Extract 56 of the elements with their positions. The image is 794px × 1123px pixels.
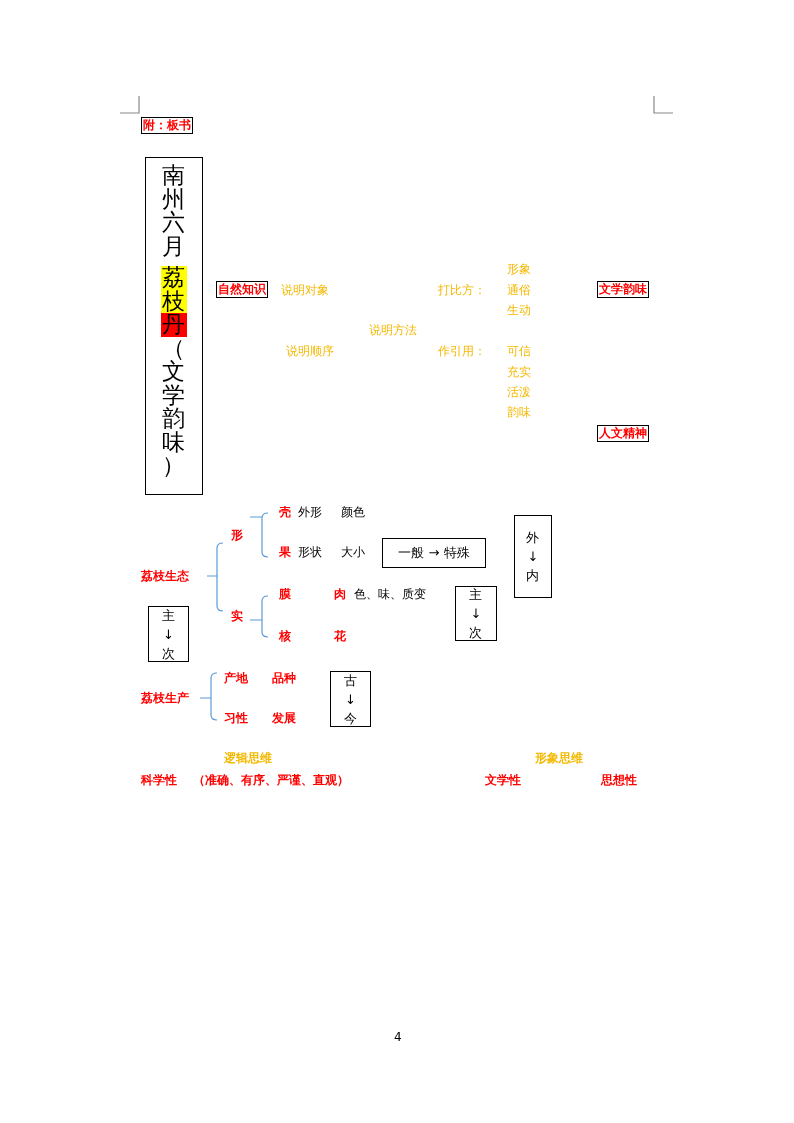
note-text: 作引用： [438,344,486,359]
note-box [455,586,497,641]
note-text: 充实 [507,365,531,380]
note-text: 颜色 [341,505,365,520]
note-text: 一般 → 特殊 [398,544,470,562]
keyword-text: 壳 [279,505,291,520]
note-text: 韵味 [507,405,531,420]
keyword-text: 习性 [224,711,248,726]
note-text: 外形 [298,505,322,520]
keyword-text: 发展 [272,711,296,726]
keyword-text: 核 [279,629,291,644]
heading-label: 文学韵味 [598,282,648,297]
keyword-text: 荔枝生态 [141,569,189,584]
keyword-text: 肉 [334,587,346,602]
heading-text: 形象思维 [535,751,583,766]
keyword-text: （准确、有序、严谨、直观） [193,773,349,788]
note-text: 形象 [507,262,531,277]
note-text: 主↓次 [161,606,176,663]
keyword-text: 荔枝生产 [141,691,189,706]
note-box [382,538,486,568]
keyword-text: 花 [334,629,346,644]
title-box [145,157,203,495]
note-text: 可信 [507,344,531,359]
keyword-text: 文学性 [485,773,521,788]
note-box [148,606,189,662]
note-box [514,515,552,598]
note-text: 色、味、质变 [354,587,426,602]
title-text: 荔枝丹 [161,266,187,337]
keyword-text: 形 [231,528,243,543]
note-text: 活泼 [507,385,531,400]
note-text: 说明顺序 [286,344,334,359]
title-text: 南州六月 [161,164,187,258]
note-text: 形状 [298,545,322,560]
note-text: 外↓内 [526,529,540,585]
note-text: 通俗 [507,283,531,298]
keyword-text: 思想性 [601,773,637,788]
keyword-text: 科学性 [141,773,177,788]
heading-label: 附：板书 [142,118,192,133]
keyword-text: 品种 [272,671,296,686]
note-text: 说明对象 [281,283,329,298]
note-text: 打比方： [438,283,486,298]
note-text: 古↓今 [343,671,358,728]
heading-text: 逻辑思维 [224,751,272,766]
page-number: 4 [394,1030,402,1045]
note-text: 主↓次 [469,586,483,642]
note-text: 大小 [341,545,365,560]
keyword-text: 膜 [279,587,291,602]
title-text: （文学韵味） [161,336,187,478]
note-text: 说明方法 [369,323,417,338]
keyword-text: 实 [231,609,243,624]
heading-label: 自然知识 [217,282,267,297]
note-text: 生动 [507,303,531,318]
heading-label: 人文精神 [598,426,648,441]
keyword-text: 产地 [224,671,248,686]
note-box [330,671,371,727]
keyword-text: 果 [279,545,291,560]
